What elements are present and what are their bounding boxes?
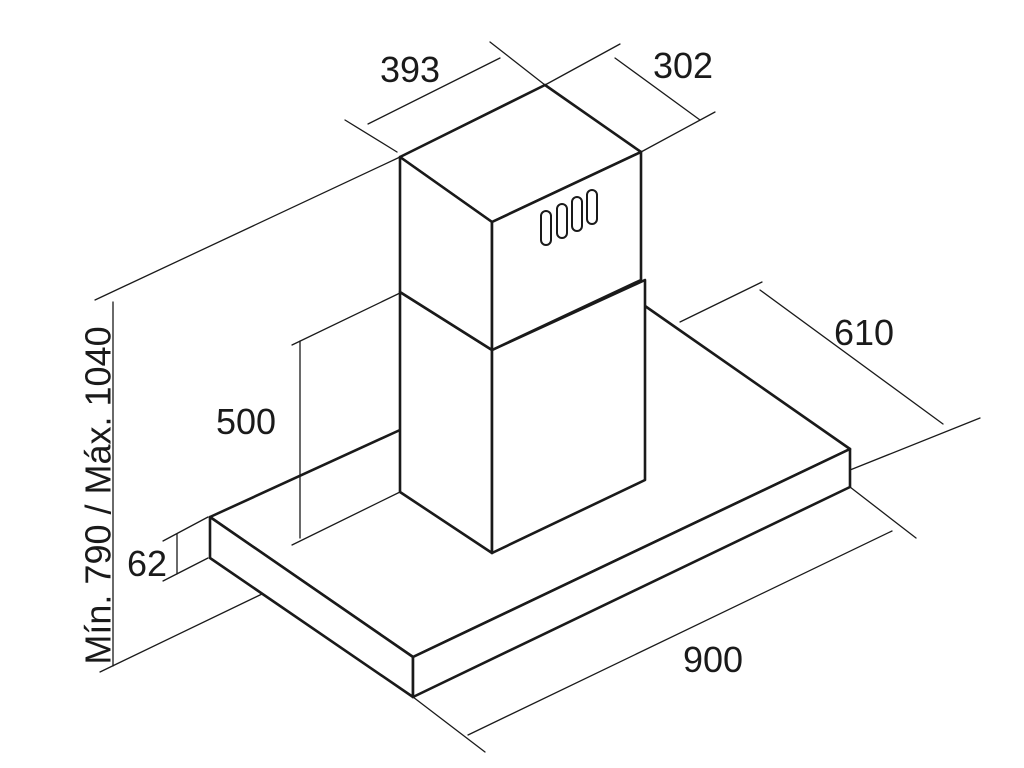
dim-900-ext-left <box>412 696 486 753</box>
dimension-labels: 393 302 610 500 62 900 Mín. 790 / Máx. 1… <box>78 45 895 680</box>
dim-500-ext-top <box>291 292 401 346</box>
dim-302-ext-right <box>640 111 716 153</box>
vent-slot <box>571 196 583 232</box>
dimension-lines <box>94 41 981 753</box>
vent-slots <box>540 189 598 246</box>
dim-500-ext-bottom <box>291 491 401 546</box>
dim-610-ext-left <box>679 281 763 323</box>
vent-slot <box>556 203 568 239</box>
dim-label-900: 900 <box>683 639 743 680</box>
dim-393-ext-left <box>344 119 398 153</box>
dim-393-ext-right <box>489 41 546 86</box>
upper-chimney <box>398 83 643 352</box>
dim-610-ext-right <box>849 417 981 471</box>
vent-slot <box>586 189 598 225</box>
dim-900-ext-right <box>849 486 917 539</box>
dim-total-ext-bottom <box>99 593 263 673</box>
dim-62-ext-bottom <box>162 557 209 582</box>
dim-393-line <box>367 57 501 125</box>
dim-label-393: 393 <box>380 49 440 90</box>
upper-chimney-right-face <box>490 150 643 352</box>
dim-label-total-height: Mín. 790 / Máx. 1040 <box>78 326 119 664</box>
dim-label-610: 610 <box>834 312 894 353</box>
dim-900-line <box>467 530 893 736</box>
dim-total-ext-top <box>94 156 401 301</box>
dim-label-500: 500 <box>216 401 276 442</box>
dim-302-ext-left <box>544 43 621 86</box>
dim-302-line <box>614 57 701 121</box>
dim-62-ext-top <box>162 516 209 542</box>
dim-label-302: 302 <box>653 45 713 86</box>
dim-label-62: 62 <box>127 543 167 584</box>
dim-610-line <box>759 289 944 425</box>
lower-chimney <box>398 278 647 555</box>
vent-slot <box>540 210 552 246</box>
